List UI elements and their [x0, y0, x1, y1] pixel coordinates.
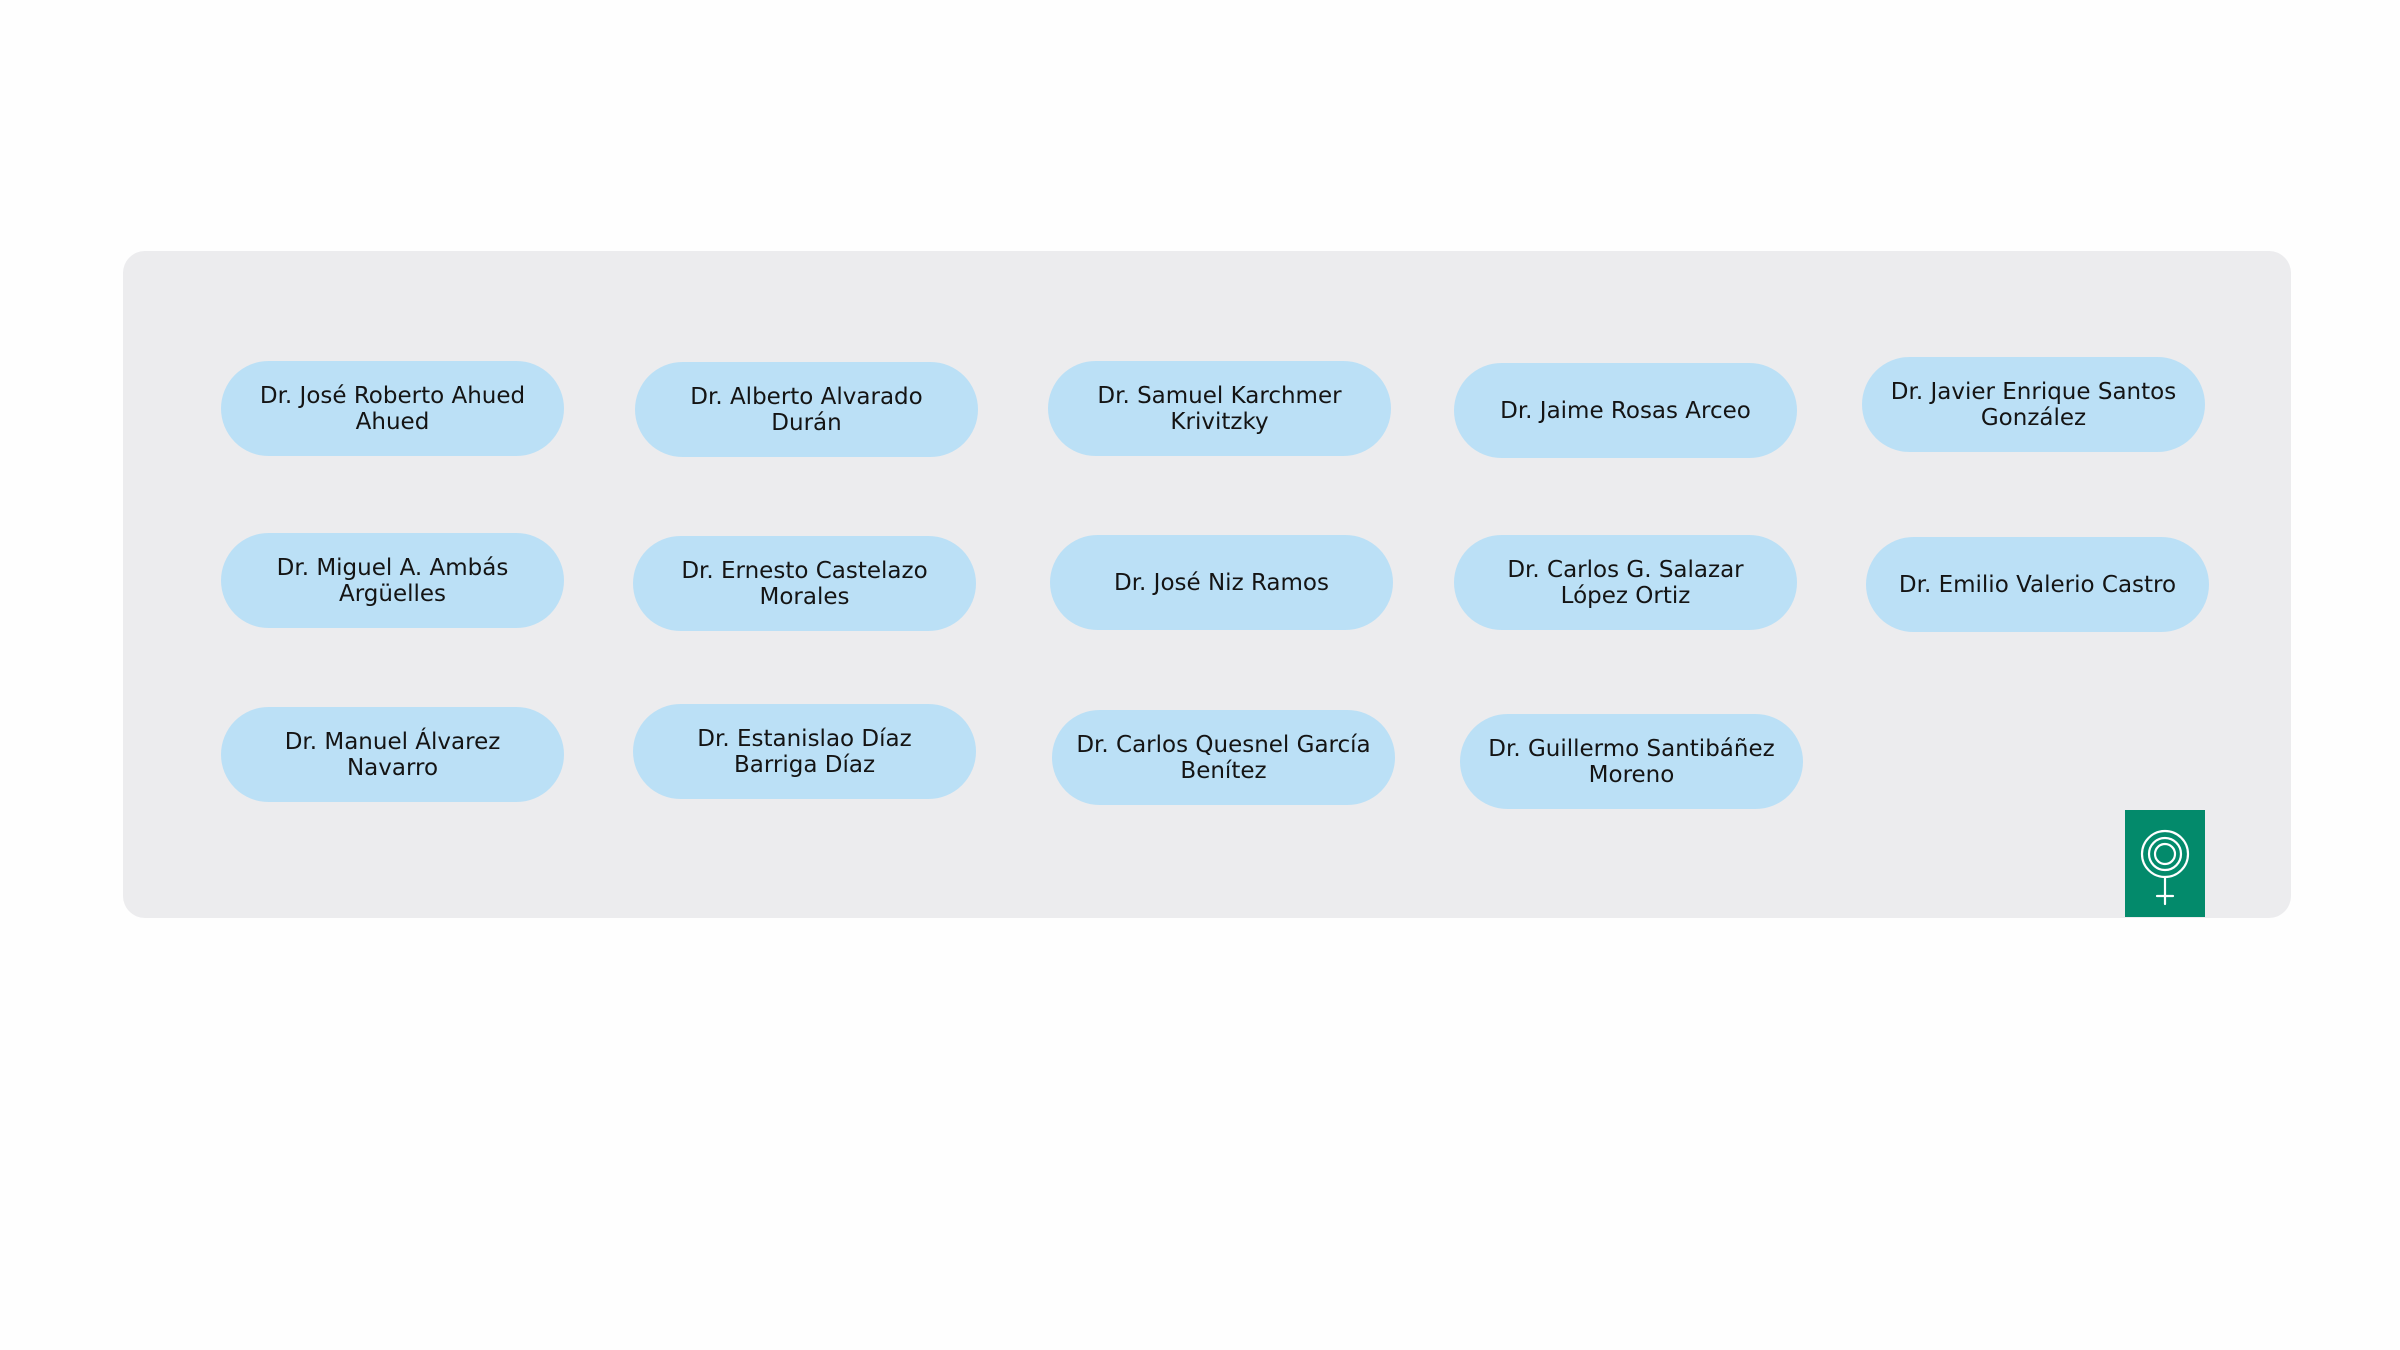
doctor-pill-10[interactable]: Dr. Emilio Valerio Castro	[1866, 537, 2209, 632]
doctor-pill-5[interactable]: Dr. Javier Enrique Santos González	[1862, 357, 2205, 452]
doctor-pill-12[interactable]: Dr. Estanislao Díaz Barriga Díaz	[633, 704, 976, 799]
female-symbol-icon	[2140, 829, 2190, 905]
doctor-pill-6[interactable]: Dr. Miguel A. Ambás Argüelles	[221, 533, 564, 628]
doctor-pill-1[interactable]: Dr. José Roberto Ahued Ahued	[221, 361, 564, 456]
doctor-pill-11[interactable]: Dr. Manuel Álvarez Navarro	[221, 707, 564, 802]
doctor-pill-13[interactable]: Dr. Carlos Quesnel García Benítez	[1052, 710, 1395, 805]
doctor-pill-4[interactable]: Dr. Jaime Rosas Arceo	[1454, 363, 1797, 458]
doctor-pill-9[interactable]: Dr. Carlos G. Salazar López Ortiz	[1454, 535, 1797, 630]
doctor-pill-14[interactable]: Dr. Guillermo Santibáñez Moreno	[1460, 714, 1803, 809]
doctor-pill-2[interactable]: Dr. Alberto Alvarado Durán	[635, 362, 978, 457]
doctor-pill-7[interactable]: Dr. Ernesto Castelazo Morales	[633, 536, 976, 631]
doctor-pill-3[interactable]: Dr. Samuel Karchmer Krivitzky	[1048, 361, 1391, 456]
brand-logo	[2125, 810, 2205, 917]
doctor-pill-8[interactable]: Dr. José Niz Ramos	[1050, 535, 1393, 630]
